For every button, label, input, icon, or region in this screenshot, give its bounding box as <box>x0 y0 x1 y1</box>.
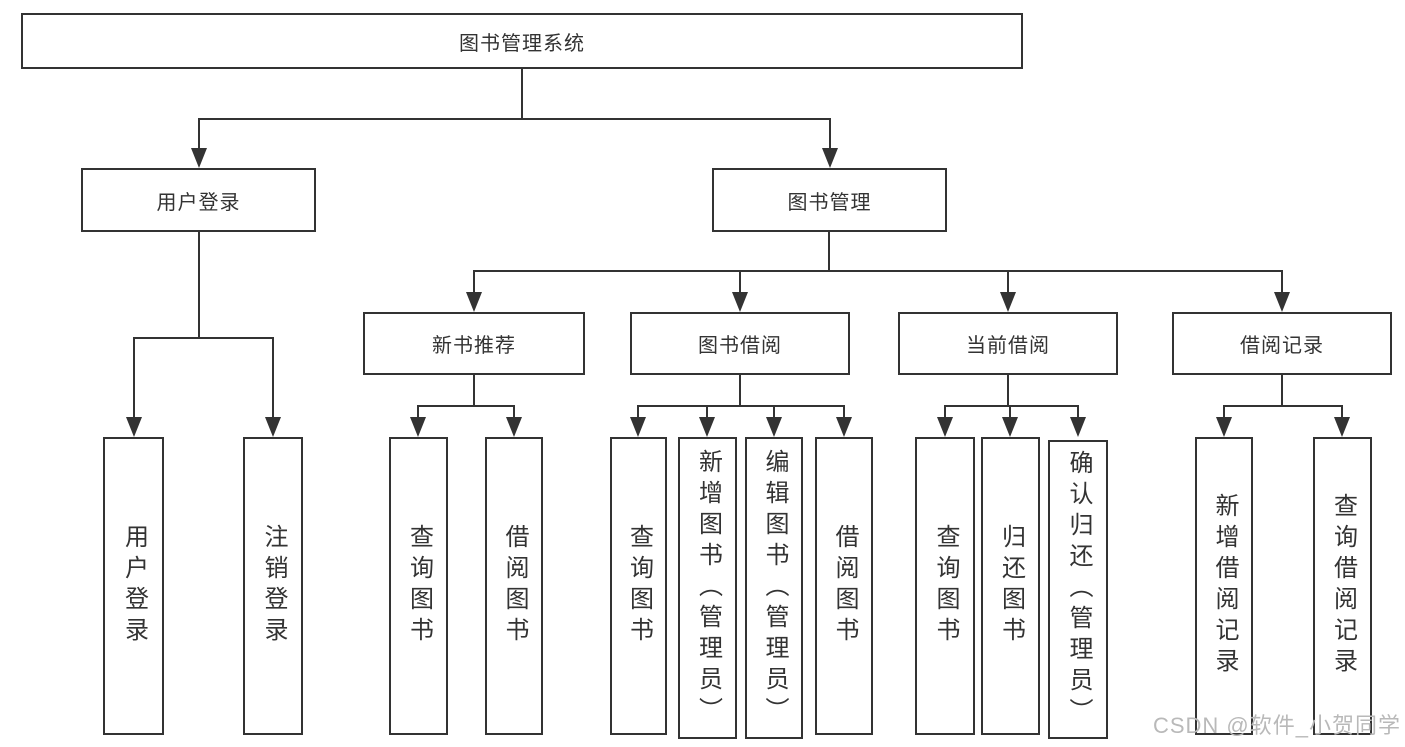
node-label: 图书管理系统 <box>459 32 585 55</box>
node-label: 图书管理 <box>787 191 872 214</box>
node-label: 查询借阅记录 <box>1329 493 1357 679</box>
connector-line <box>473 270 1283 272</box>
node-label: 查询图书 <box>405 524 433 648</box>
node-library-system: 图书管理系统 <box>21 13 1023 69</box>
arrow-down-icon <box>937 417 953 437</box>
node-label: 借阅记录 <box>1240 335 1324 357</box>
connector-line <box>739 375 741 405</box>
arrow-down-icon <box>1216 417 1232 437</box>
node-label: 确认归还（管理员） <box>1065 450 1092 729</box>
node-book-management: 图书管理 <box>712 168 947 232</box>
connector-line <box>1281 270 1283 294</box>
connector-line <box>637 405 639 419</box>
node-label: 当前借阅 <box>966 335 1050 357</box>
node-label: 编辑图书（管理员） <box>761 448 788 728</box>
connector-line <box>417 405 419 419</box>
connector-line <box>198 232 200 337</box>
arrow-down-icon <box>1070 417 1086 437</box>
node-label: 图书借阅 <box>698 335 782 357</box>
connector-line <box>843 405 845 419</box>
connector-line <box>706 405 708 419</box>
connector-line <box>1007 375 1009 405</box>
connector-line <box>1007 270 1009 294</box>
connector-line <box>1223 405 1343 407</box>
node-label: 查询图书 <box>625 524 653 648</box>
arrow-down-icon <box>1274 292 1290 312</box>
leaf-query-books-2: 查询图书 <box>610 437 667 735</box>
node-label: 借阅图书 <box>831 524 858 648</box>
arrow-down-icon <box>1000 292 1016 312</box>
connector-line <box>944 405 946 419</box>
arrow-down-icon <box>630 417 646 437</box>
connector-line <box>1009 405 1011 419</box>
node-label: 新书推荐 <box>432 335 516 357</box>
connector-line <box>829 118 831 152</box>
leaf-logout: 注销登录 <box>243 437 303 735</box>
arrow-down-icon <box>506 417 522 437</box>
arrow-down-icon <box>191 148 207 168</box>
arrow-down-icon <box>732 292 748 312</box>
connector-line <box>133 337 135 419</box>
node-book-borrowing: 图书借阅 <box>630 312 850 375</box>
arrow-down-icon <box>466 292 482 312</box>
arrow-down-icon <box>265 417 281 437</box>
arrow-down-icon <box>699 417 715 437</box>
node-user-login: 用户登录 <box>81 168 316 232</box>
node-borrowing-records: 借阅记录 <box>1172 312 1392 375</box>
connector-line <box>1341 405 1343 419</box>
arrow-down-icon <box>410 417 426 437</box>
leaf-add-borrow-record: 新增借阅记录 <box>1195 437 1253 735</box>
leaf-add-books-admin: 新增图书（管理员） <box>678 437 737 739</box>
node-label: 借阅图书 <box>501 524 528 648</box>
arrow-down-icon <box>1334 417 1350 437</box>
arrow-down-icon <box>1002 417 1018 437</box>
connector-line <box>828 232 830 270</box>
connector-line <box>944 405 1079 407</box>
leaf-borrow-books-1: 借阅图书 <box>485 437 543 735</box>
leaf-user-login: 用户登录 <box>103 437 164 735</box>
leaf-query-books-3: 查询图书 <box>915 437 975 735</box>
leaf-confirm-return-admin: 确认归还（管理员） <box>1048 440 1108 739</box>
node-label: 归还图书 <box>997 524 1025 648</box>
connector-line <box>1281 375 1283 405</box>
connector-line <box>513 405 515 419</box>
connector-line <box>473 375 475 405</box>
connector-line <box>417 405 514 407</box>
arrow-down-icon <box>126 417 142 437</box>
connector-line <box>1223 405 1225 419</box>
node-current-borrowing: 当前借阅 <box>898 312 1118 375</box>
node-label: 用户登录 <box>120 524 148 648</box>
connector-line <box>637 405 845 407</box>
connector-line <box>133 337 274 339</box>
connector-line <box>521 69 523 118</box>
arrow-down-icon <box>766 417 782 437</box>
node-new-book-recommend: 新书推荐 <box>363 312 585 375</box>
connector-line <box>473 270 475 294</box>
node-label: 新增图书（管理员） <box>694 448 722 728</box>
csdn-watermark: CSDN @软件_小贺同学 <box>1152 713 1401 738</box>
connector-line <box>1077 405 1079 419</box>
connector-line <box>739 270 741 294</box>
arrow-down-icon <box>836 417 852 437</box>
node-label: 查询图书 <box>932 524 959 648</box>
leaf-query-books-1: 查询图书 <box>389 437 448 735</box>
node-label: 用户登录 <box>156 191 241 214</box>
leaf-borrow-books-2: 借阅图书 <box>815 437 873 735</box>
connector-line <box>773 405 775 419</box>
node-label: 注销登录 <box>260 524 287 648</box>
arrow-down-icon <box>822 148 838 168</box>
connector-line <box>198 118 200 152</box>
leaf-query-borrow-record: 查询借阅记录 <box>1313 437 1372 735</box>
connector-line <box>272 337 274 419</box>
leaf-return-books: 归还图书 <box>981 437 1040 735</box>
node-label: 新增借阅记录 <box>1211 493 1238 679</box>
leaf-edit-books-admin: 编辑图书（管理员） <box>745 437 803 739</box>
connector-line <box>198 118 831 120</box>
